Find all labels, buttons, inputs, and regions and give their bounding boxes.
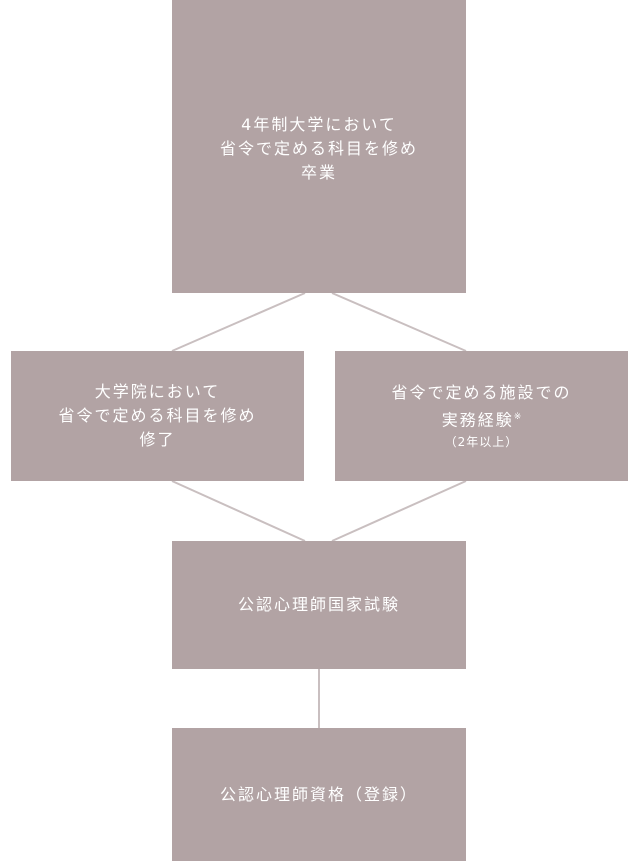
practice-duration: （2年以上） bbox=[444, 434, 519, 449]
exam-label: 公認心理師国家試験 bbox=[237, 595, 400, 614]
graduate-school-box: 大学院において 省令で定める科目を修め 修了 bbox=[11, 351, 304, 481]
practice-line-2: 実務経験※ bbox=[442, 405, 522, 432]
footnote-mark: ※ bbox=[513, 412, 522, 423]
register-label: 公認心理師資格（登録） bbox=[219, 784, 418, 804]
graduate-line-3: 修了 bbox=[139, 430, 176, 449]
practical-experience-box: 省令で定める施設での 実務経験※ （2年以上） bbox=[335, 351, 628, 481]
practice-line-1: 省令で定める施設での bbox=[391, 383, 572, 403]
connector-practice-to-exam bbox=[331, 480, 467, 542]
graduate-line-2: 省令で定める科目を修め bbox=[58, 406, 257, 425]
graduate-line-1: 大学院において bbox=[94, 382, 221, 401]
national-exam-box: 公認心理師国家試験 bbox=[172, 541, 466, 669]
qualification-registration-box: 公認心理師資格（登録） bbox=[172, 728, 466, 861]
university-line-2: 省令で定める科目を修め bbox=[219, 138, 418, 158]
connector-graduate-to-exam bbox=[171, 480, 306, 542]
connector-university-to-practice bbox=[331, 292, 467, 352]
university-line-3: 卒業 bbox=[300, 162, 337, 182]
university-line-1: 4年制大学において bbox=[241, 114, 397, 134]
connector-university-to-graduate bbox=[171, 292, 306, 352]
practice-line-2-text: 実務経験 bbox=[441, 410, 514, 430]
university-graduation-box: 4年制大学において 省令で定める科目を修め 卒業 bbox=[172, 0, 466, 293]
